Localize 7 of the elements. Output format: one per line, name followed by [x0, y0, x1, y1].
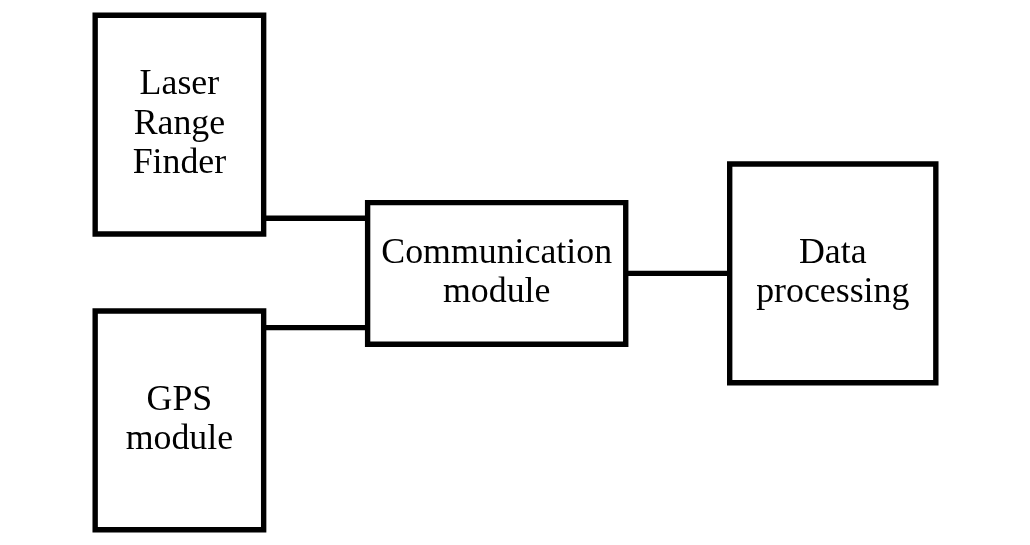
connector [263, 324, 367, 331]
connector [625, 270, 729, 277]
node-box: GPS module [92, 308, 266, 533]
node-box: Communication module [364, 199, 628, 347]
node-box: Laser Range Finder [92, 12, 266, 237]
connector [263, 215, 367, 221]
node-box: Data processing [726, 161, 939, 386]
